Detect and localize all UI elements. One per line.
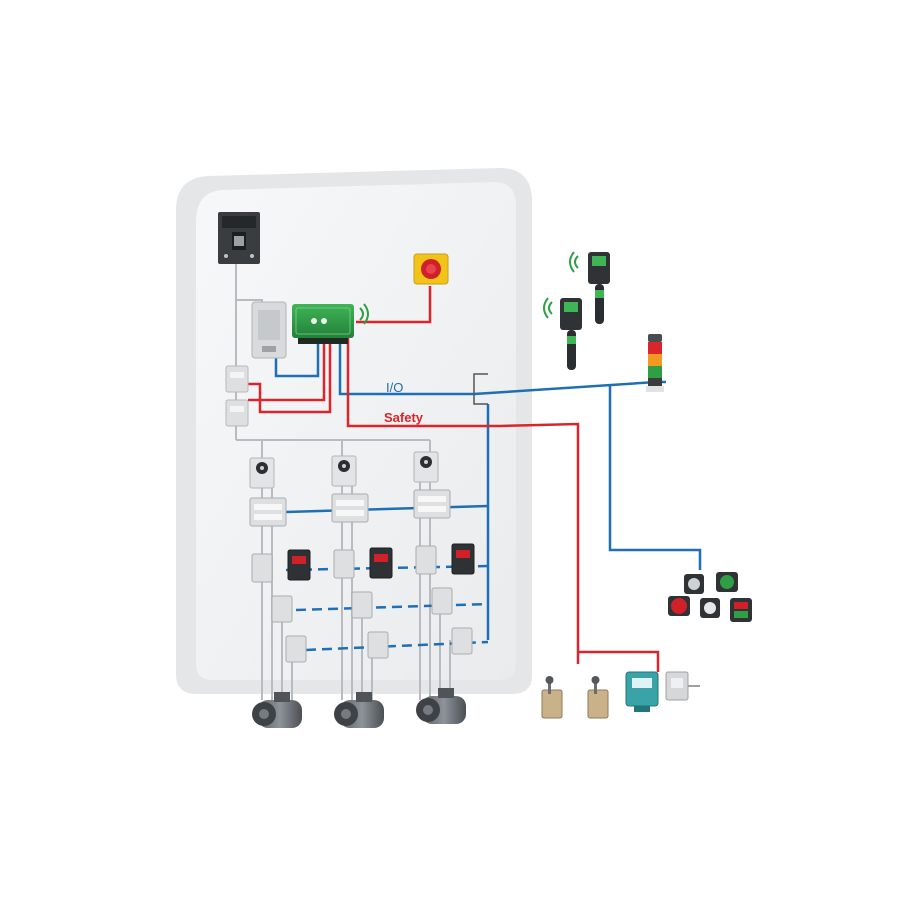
green-pushbutton (716, 572, 738, 592)
pendant-1 (560, 298, 582, 370)
motor-2 (334, 692, 384, 728)
motor-1 (252, 692, 302, 728)
contactor-row3 (271, 587, 453, 623)
emergency-stop-box (413, 253, 449, 285)
safety-wiring (248, 286, 660, 672)
safety-relay-link (248, 338, 332, 414)
pendant-signal-icon (543, 251, 579, 319)
motor2-feed (341, 470, 373, 700)
safety-relay-link-2 (248, 338, 326, 402)
main-circuit-breaker (218, 212, 260, 264)
pendant-2 (588, 252, 610, 324)
power-bus (235, 262, 431, 462)
contactor-row4 (285, 627, 473, 663)
key-switch (700, 598, 720, 618)
contactor-banks (249, 489, 475, 663)
contactor-main-2 (331, 493, 369, 523)
selector-switch (684, 574, 704, 594)
limit-switch-2 (587, 676, 609, 719)
wireless-signal-icon (359, 303, 369, 325)
contactor-main-3 (413, 489, 451, 519)
load-cell-sensor (665, 671, 700, 701)
induction-motors (252, 688, 466, 728)
signal-tower-light (646, 334, 664, 392)
contactor-main-1 (249, 497, 287, 527)
dual-pushbutton (730, 598, 752, 622)
io-row-1 (285, 504, 489, 514)
motor3-feed (419, 470, 451, 700)
safety-label: Safety (384, 410, 424, 425)
io-label: I/O (386, 380, 403, 395)
io-psu-link (274, 338, 320, 378)
power-wiring (235, 262, 451, 700)
wireless-pendant-stations (543, 251, 610, 370)
motor-circuit-breakers (249, 451, 439, 489)
limit-switches (541, 676, 609, 719)
io-bus-out (338, 338, 474, 396)
safety-relay-modules (225, 365, 249, 427)
io-buttons-link (608, 386, 702, 570)
safety-trunk (346, 338, 580, 664)
safety-field-branch (578, 650, 660, 672)
interlock-safety-switch (625, 671, 659, 712)
din-rail-power-supply (251, 301, 287, 359)
safety-estop-link (356, 286, 432, 324)
motor1-feed (261, 470, 293, 700)
wireless-safety-receiver (292, 304, 354, 344)
pushbutton-pilot-lights (668, 572, 752, 622)
red-mushroom-button (668, 596, 690, 616)
motor-3 (416, 688, 466, 724)
io-row-3 (295, 602, 489, 612)
limit-switch-1 (541, 676, 563, 719)
cable-gland-bracket (473, 373, 488, 405)
contactor-row2 (251, 543, 475, 583)
